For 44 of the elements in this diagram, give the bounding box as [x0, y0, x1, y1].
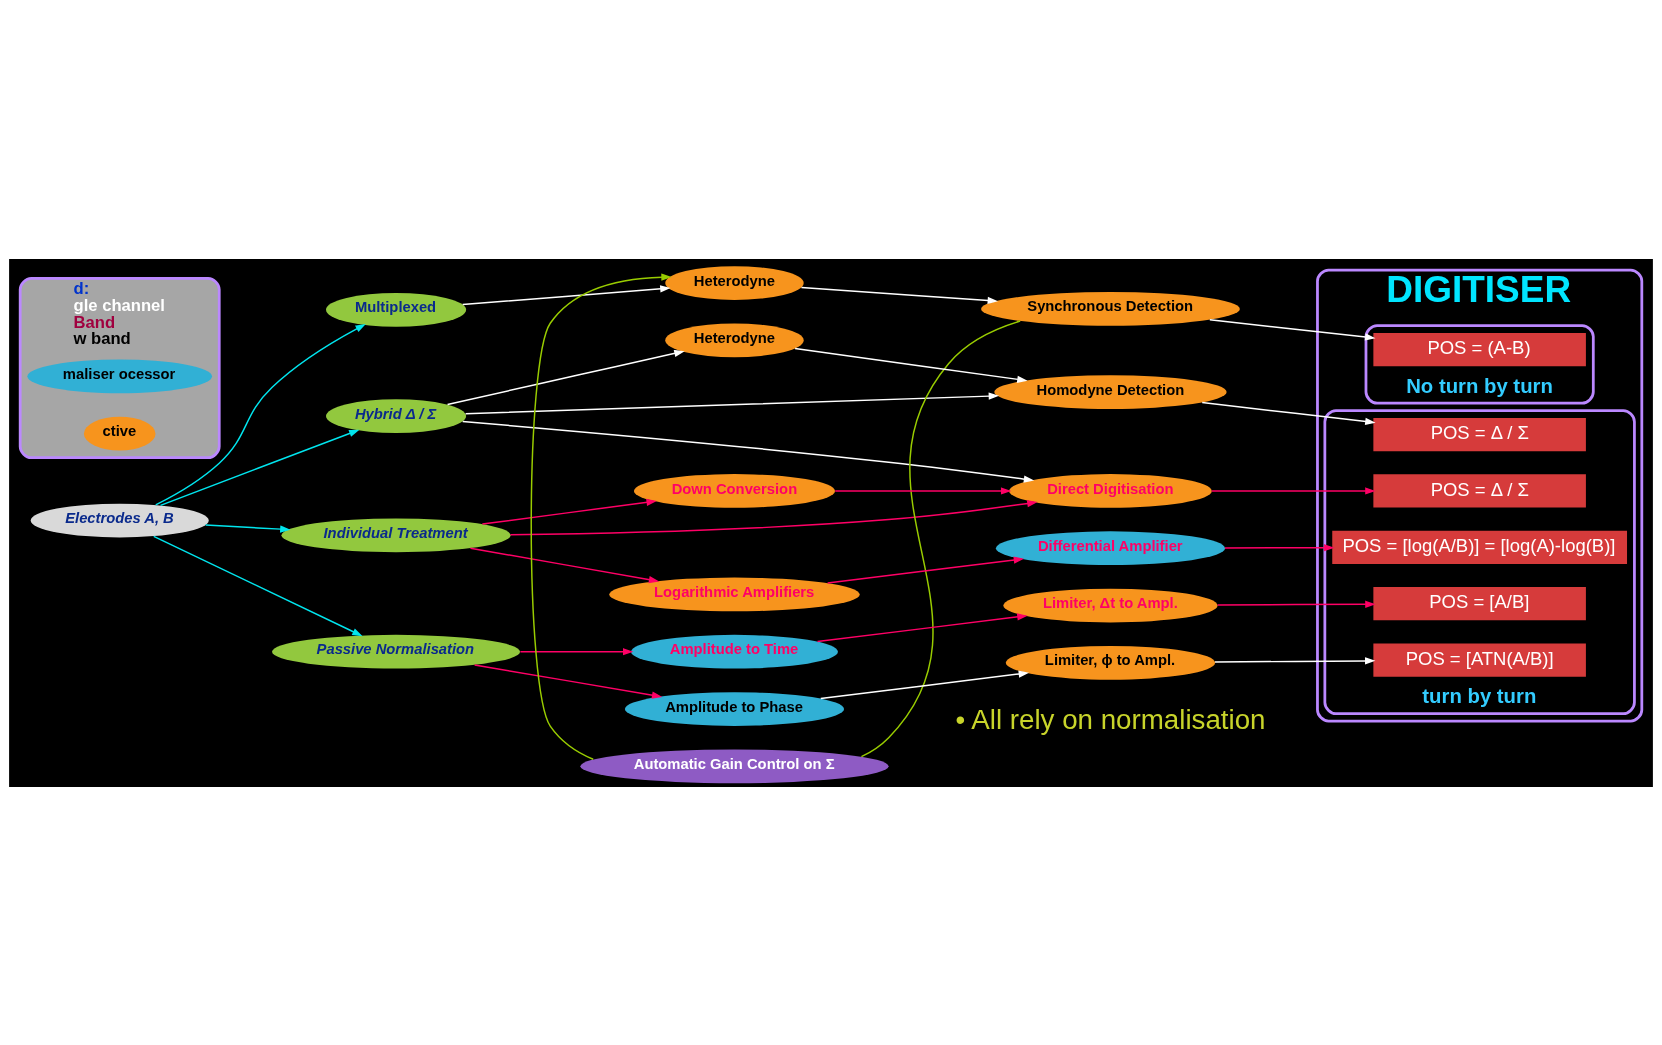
node-ellipse: Multiplexed	[326, 292, 467, 327]
arrow	[461, 420, 1035, 483]
arrow	[1214, 656, 1376, 665]
arrow	[794, 347, 1028, 383]
arrow	[1211, 486, 1376, 495]
arrow	[820, 669, 1029, 699]
node-ellipse: Amplitude to Time	[631, 634, 838, 669]
arrow	[481, 498, 657, 525]
arrow	[464, 392, 1000, 414]
node-ellipse: Synchronous Detection	[981, 291, 1240, 326]
node-ellipse: Hybrid Δ / Σ	[326, 398, 467, 433]
arrow	[473, 663, 663, 699]
connector	[860, 319, 1021, 757]
arrow	[1209, 318, 1376, 341]
arrow	[159, 429, 360, 506]
arrow	[1216, 600, 1376, 608]
arrow	[509, 499, 1038, 536]
arrow	[530, 273, 672, 760]
arrow	[204, 523, 291, 533]
node-box: POS = [ATN(A/B)]	[1373, 642, 1586, 677]
label: • All rely on normalisation	[955, 703, 1266, 735]
arrow	[1201, 401, 1376, 425]
arrow	[461, 284, 671, 305]
arrow	[826, 555, 1025, 584]
arrow	[816, 612, 1028, 642]
node-box: POS = (A-B)	[1373, 332, 1586, 366]
node-ellipse: Heterodyne	[665, 265, 804, 300]
node-box: POS = [A/B]	[1373, 586, 1586, 620]
arrow	[469, 546, 660, 583]
arrow	[519, 647, 634, 655]
arrow	[1224, 543, 1335, 551]
node-ellipse: Automatic Gain Control on Σ	[580, 748, 889, 783]
node-box: POS = [log(A/B)] = [log(A)-log(B)]	[1332, 530, 1628, 564]
arrow	[155, 323, 366, 506]
arrow	[446, 349, 685, 405]
arrow	[834, 486, 1012, 495]
node-ellipse: ctive	[83, 416, 156, 451]
node-ellipse: Electrodes A, B	[30, 503, 209, 537]
arrow	[153, 535, 363, 636]
node-box: POS = Δ / Σ	[1373, 417, 1586, 451]
arrow	[800, 286, 998, 304]
node-ellipse: Passive Normalisation	[272, 634, 521, 669]
node-ellipse: maliser ocessor	[27, 359, 212, 393]
node-box: POS = Δ / Σ	[1373, 473, 1586, 508]
